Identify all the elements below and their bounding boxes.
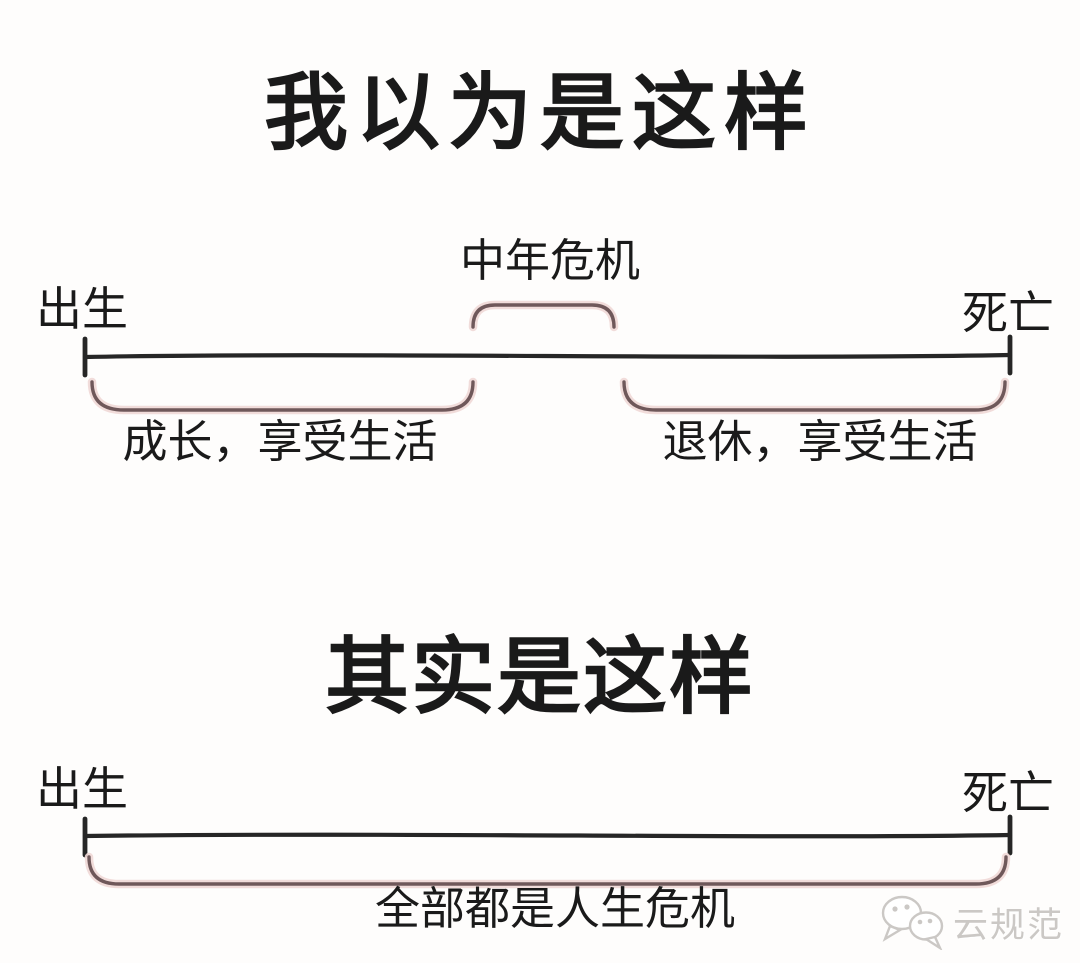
expected-timeline-drawing: [82, 300, 1013, 415]
wechat-logo-icon: [881, 895, 944, 950]
watermark-label: 云规范: [952, 905, 1064, 945]
birth-label-reality: 出生: [36, 763, 128, 815]
whole-life-crisis-bracket: [84, 852, 1011, 889]
midlife-bracket: [468, 300, 619, 332]
reality-timeline-drawing: [82, 814, 1013, 889]
expected-title: 我以为是这样: [263, 66, 816, 160]
growth-bracket: [87, 377, 478, 415]
reality-title: 其实是这样: [324, 630, 755, 724]
retirement-enjoy-life-label: 退休，享受生活: [662, 416, 978, 467]
death-label-reality: 死亡: [962, 767, 1054, 819]
timeline-line-expected: [82, 352, 1013, 360]
death-label-expected: 死亡: [962, 287, 1054, 339]
growth-enjoy-life-label: 成长，享受生活: [122, 416, 438, 467]
birth-label-expected: 出生: [36, 283, 128, 335]
all-life-crisis-label: 全部都是人生危机: [374, 883, 735, 934]
watermark: 云规范: [877, 894, 1064, 950]
timeline-line-reality: [82, 832, 1013, 839]
midlife-crisis-label: 中年危机: [459, 235, 640, 286]
retirement-bracket: [619, 377, 1010, 415]
